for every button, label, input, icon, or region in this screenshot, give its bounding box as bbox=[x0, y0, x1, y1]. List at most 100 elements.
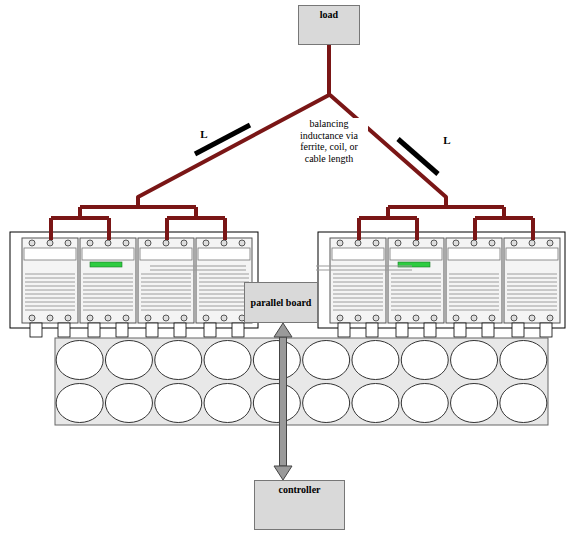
heatsink-fin bbox=[391, 298, 441, 299]
heatsink-fin bbox=[507, 286, 557, 287]
screw-terminal bbox=[181, 315, 187, 321]
heatsink-fin bbox=[83, 294, 133, 295]
heatsink-fin bbox=[449, 310, 499, 311]
heatsink-fin bbox=[333, 306, 383, 307]
screw-terminal bbox=[373, 315, 379, 321]
heatsink-fin bbox=[333, 298, 383, 299]
busbar-right bbox=[330, 95, 533, 240]
screw-terminal bbox=[29, 240, 35, 246]
module-lid bbox=[198, 248, 250, 260]
module-lid bbox=[24, 248, 76, 260]
capacitor bbox=[500, 341, 547, 380]
screw-terminal bbox=[163, 315, 169, 321]
heatsink-fin bbox=[507, 282, 557, 283]
inductance-symbol: L bbox=[441, 134, 453, 147]
heatsink-fin bbox=[141, 306, 191, 307]
heatsink-fin bbox=[449, 302, 499, 303]
dc-tab bbox=[338, 323, 350, 337]
screw-terminal bbox=[395, 240, 401, 246]
heatsink-fin bbox=[507, 298, 557, 299]
igbt-module bbox=[388, 238, 444, 323]
data-link-arrow bbox=[274, 323, 292, 480]
heatsink-fin bbox=[507, 310, 557, 311]
heatsink-fin bbox=[141, 294, 191, 295]
dc-tab bbox=[482, 323, 494, 337]
heatsink-fin bbox=[25, 282, 75, 283]
load-box: load bbox=[298, 5, 360, 45]
heatsink-fin bbox=[333, 294, 383, 295]
heatsink-fin bbox=[449, 294, 499, 295]
igbt-module bbox=[330, 238, 386, 323]
screw-terminal bbox=[355, 240, 361, 246]
heatsink-fin bbox=[25, 294, 75, 295]
dc-tab bbox=[174, 323, 186, 337]
capacitor bbox=[303, 341, 350, 380]
heatsink-fin bbox=[507, 294, 557, 295]
capacitor bbox=[401, 384, 448, 423]
capacitor bbox=[56, 341, 103, 380]
capacitor-bank bbox=[55, 338, 548, 425]
screw-terminal bbox=[547, 240, 553, 246]
heatsink-fin bbox=[391, 302, 441, 303]
dc-tab bbox=[424, 323, 436, 337]
heatsink-fin bbox=[449, 274, 499, 275]
screw-terminal bbox=[123, 315, 129, 321]
heatsink-fin bbox=[391, 294, 441, 295]
heatsink-fin bbox=[391, 310, 441, 311]
dc-tab bbox=[146, 323, 158, 337]
screw-terminal bbox=[105, 315, 111, 321]
arrow-shaft bbox=[280, 337, 287, 466]
heatsink-fin bbox=[333, 278, 383, 279]
screw-terminal bbox=[47, 240, 53, 246]
controller-box: controller bbox=[254, 480, 345, 530]
screw-terminal bbox=[145, 240, 151, 246]
heatsink-fin bbox=[449, 298, 499, 299]
screw-terminal bbox=[337, 315, 343, 321]
module-housing bbox=[318, 232, 565, 328]
heatsink-fin bbox=[199, 310, 249, 311]
heatsink-fin bbox=[25, 310, 75, 311]
heatsink-fin bbox=[199, 302, 249, 303]
dc-tab bbox=[512, 323, 524, 337]
capacitor bbox=[500, 384, 547, 423]
screw-terminal bbox=[453, 240, 459, 246]
dc-tab bbox=[396, 323, 408, 337]
screw-terminal bbox=[47, 315, 53, 321]
signal-cable bbox=[150, 266, 246, 270]
dc-tab bbox=[454, 323, 466, 337]
module-lid bbox=[390, 248, 442, 260]
parallel-board-box: parallel board bbox=[244, 282, 318, 323]
capacitor bbox=[253, 341, 300, 380]
node-label: controller bbox=[259, 484, 340, 496]
screw-terminal bbox=[239, 240, 245, 246]
screw-terminal bbox=[511, 315, 517, 321]
heatsink-fin bbox=[83, 310, 133, 311]
heatsink-fin bbox=[141, 310, 191, 311]
heatsink-fin bbox=[83, 306, 133, 307]
heatsink-fin bbox=[25, 302, 75, 303]
arrow-head bbox=[274, 466, 292, 480]
module-housing bbox=[10, 232, 258, 328]
capacitor bbox=[451, 341, 498, 380]
screw-terminal bbox=[123, 240, 129, 246]
screw-terminal bbox=[431, 315, 437, 321]
heatsink-fin bbox=[507, 302, 557, 303]
module-lid bbox=[506, 248, 558, 260]
signal-cables bbox=[150, 266, 412, 270]
screw-terminal bbox=[471, 315, 477, 321]
heatsink-fin bbox=[25, 298, 75, 299]
heatsink-fin bbox=[141, 298, 191, 299]
screw-terminal bbox=[203, 240, 209, 246]
node-label: parallel board bbox=[249, 297, 313, 309]
inductance-bar bbox=[195, 125, 250, 154]
screw-terminal bbox=[373, 240, 379, 246]
screw-terminal bbox=[29, 315, 35, 321]
screw-terminal bbox=[87, 315, 93, 321]
capacitor bbox=[155, 341, 202, 380]
capacitor bbox=[105, 341, 152, 380]
screw-terminal bbox=[87, 240, 93, 246]
arrow-head bbox=[274, 323, 292, 337]
inductance-symbol: L bbox=[198, 128, 210, 141]
heatsink-fin bbox=[507, 290, 557, 291]
capacitor bbox=[451, 384, 498, 423]
